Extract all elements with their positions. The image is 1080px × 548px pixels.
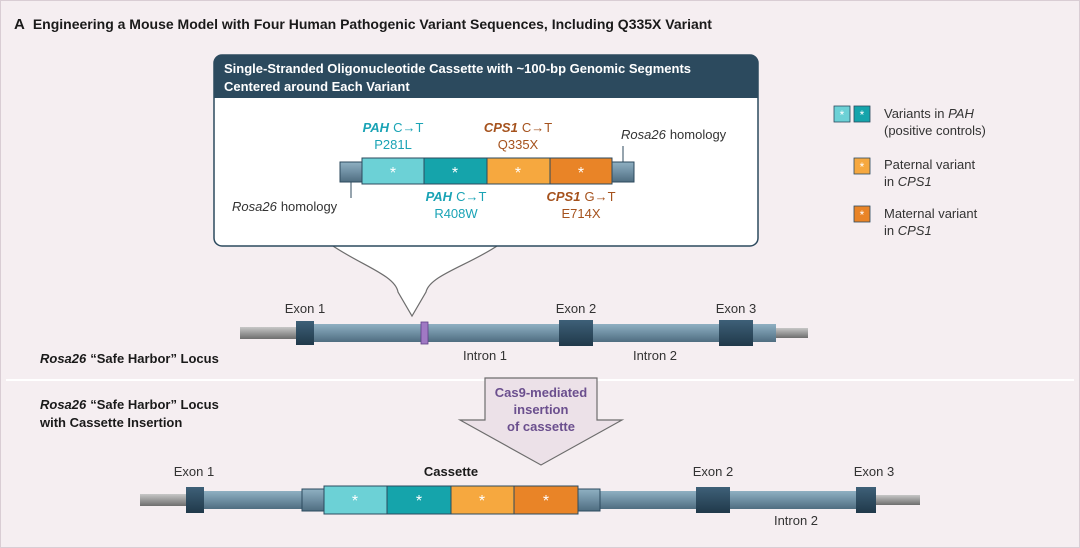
locus-bottom-exon3-label: Exon 3 — [854, 464, 894, 479]
locus-bottom-tail-right — [874, 495, 920, 505]
legend-swatch-pah-dark — [853, 105, 871, 123]
legend-maternal-line2: in CPS1 — [884, 223, 932, 238]
legend-maternal-line1: Maternal variant — [884, 206, 978, 221]
segment-pah-r408w — [423, 157, 488, 185]
star-icon: * — [390, 165, 396, 182]
star-icon: * — [416, 493, 422, 510]
locus-bottom-exon3 — [856, 487, 876, 513]
locus-top-tail-left — [240, 327, 296, 339]
star-icon: * — [578, 165, 584, 182]
star-icon: * — [860, 108, 865, 122]
insertion-arrow: Cas9-mediated insertion of cassette — [457, 377, 625, 466]
locus-bottom-segment-cps1-paternal — [450, 485, 515, 515]
insertion-arrow-shape — [457, 377, 625, 466]
locus-bottom-segment-pah-dark — [386, 485, 452, 515]
locus-top-tail-right — [776, 328, 808, 338]
locus-bottom-exon2 — [696, 487, 730, 513]
locus-bottom: Rosa26“Safe Harbor” Locus with Cassette … — [39, 397, 920, 528]
label-cps1-q335x: Q335X — [498, 137, 539, 152]
star-icon: * — [543, 493, 549, 510]
insertion-line1: Cas9-mediated — [495, 385, 588, 400]
segment-cps1-e714x — [549, 157, 613, 185]
callout-pointer — [328, 243, 502, 318]
locus-top: Exon 1 Exon 2 Exon 3 Intron 1 Intron 2 R… — [40, 301, 808, 366]
star-icon: * — [515, 165, 521, 182]
label-pah-r408w: R408W — [434, 206, 478, 221]
locus-bottom-label-line2: with Cassette Insertion — [39, 415, 182, 430]
homology-arm-left — [339, 161, 363, 183]
legend-pah-line2: (positive controls) — [884, 123, 986, 138]
locus-top-exon1 — [296, 321, 314, 345]
callout-header — [214, 55, 758, 98]
legend: * * Variants in PAH (positive controls) … — [833, 105, 986, 238]
locus-bottom-intron2-label: Intron 2 — [774, 513, 818, 528]
callout-title-line1: Single-Stranded Oligonucleotide Cassette… — [224, 61, 691, 76]
locus-bottom-tail-left — [140, 494, 186, 506]
legend-paternal-line2: in CPS1 — [884, 174, 932, 189]
callout-title-line2: Centered around Each Variant — [224, 79, 410, 94]
locus-bottom-cassette-label: Cassette — [424, 464, 478, 479]
legend-swatch-maternal — [853, 205, 871, 223]
locus-bottom-homology-right — [577, 488, 601, 512]
star-icon: * — [452, 165, 458, 182]
label-pah-p281l: P281L — [374, 137, 412, 152]
locus-bottom-label: Rosa26“Safe Harbor” Locus — [40, 397, 219, 412]
locus-top-bar — [296, 324, 776, 342]
star-icon: * — [479, 493, 485, 510]
star-icon: * — [860, 160, 865, 174]
insertion-line2: insertion — [514, 402, 569, 417]
locus-top-exon3-label: Exon 3 — [716, 301, 756, 316]
legend-swatch-paternal — [853, 157, 871, 175]
label-cps1-e714x: E714X — [561, 206, 600, 221]
homology-arm-right — [611, 161, 635, 183]
cassette-callout: Single-Stranded Oligonucleotide Cassette… — [213, 54, 759, 318]
legend-paternal-line1: Paternal variant — [884, 157, 975, 172]
locus-bottom-exon2-label: Exon 2 — [693, 464, 733, 479]
legend-pah-line1: Variants in PAH — [884, 106, 974, 121]
locus-bottom-exon1 — [186, 487, 204, 513]
locus-top-intron1-label: Intron 1 — [463, 348, 507, 363]
locus-top-intron2-label: Intron 2 — [633, 348, 677, 363]
locus-bottom-segment-pah-light — [323, 485, 388, 515]
star-icon: * — [352, 493, 358, 510]
locus-top-exon2-label: Exon 2 — [556, 301, 596, 316]
locus-top-insertion-site — [420, 321, 429, 345]
locus-bottom-homology-left — [301, 488, 325, 512]
locus-top-exon3 — [719, 320, 753, 346]
locus-top-exon1-label: Exon 1 — [285, 301, 325, 316]
insertion-line3: of cassette — [507, 419, 575, 434]
locus-bottom-segment-cps1-maternal — [513, 485, 579, 515]
legend-swatch-pah-light — [833, 105, 851, 123]
locus-top-exon2 — [559, 320, 593, 346]
star-icon: * — [840, 108, 845, 122]
star-icon: * — [860, 208, 865, 222]
locus-bottom-exon1-label: Exon 1 — [174, 464, 214, 479]
locus-top-label: Rosa26“Safe Harbor” Locus — [40, 351, 219, 366]
